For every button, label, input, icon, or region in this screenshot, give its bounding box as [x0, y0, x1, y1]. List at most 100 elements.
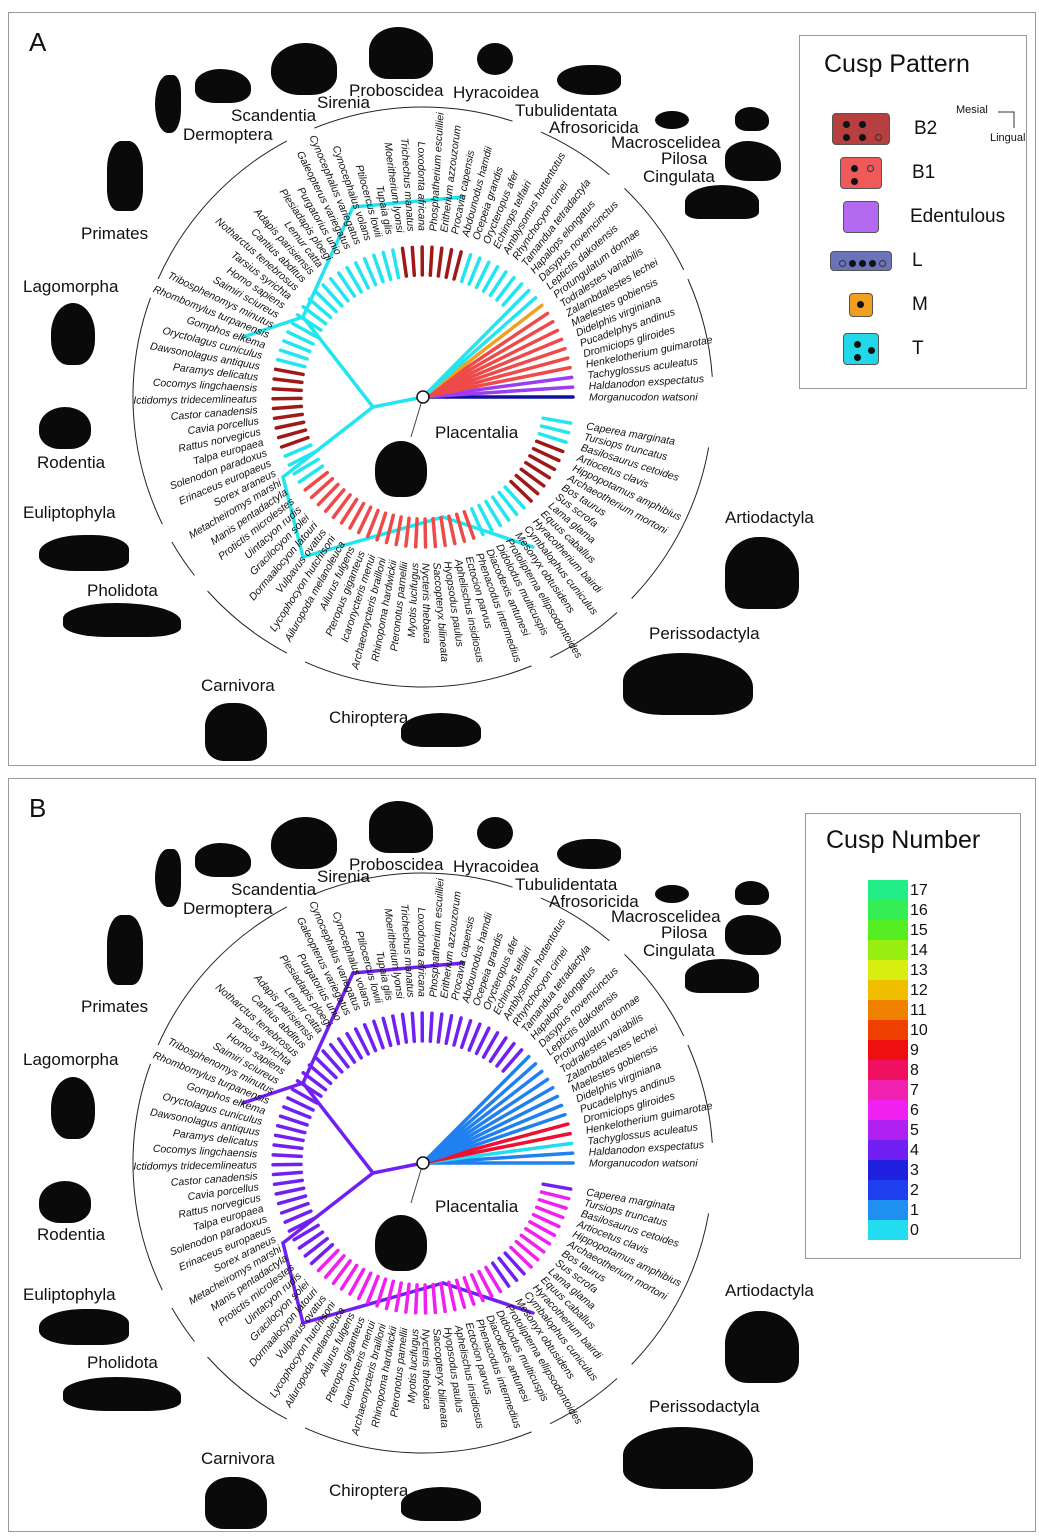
tip-branch: [391, 248, 401, 280]
tip-branch: [307, 297, 333, 320]
order-pilosa: Pilosa: [661, 923, 708, 942]
placentalia-label: Placentalia: [435, 1197, 519, 1216]
tip-branch: [297, 1230, 325, 1250]
order-tubulidentata: Tubulidentata: [515, 101, 618, 120]
order-chiroptera: Chiroptera: [329, 708, 409, 727]
artiodactyla-silhouette: [725, 1311, 799, 1383]
tip-branch: [439, 1281, 447, 1314]
cusp-pattern-row: [830, 288, 873, 322]
cusp-number-swatch: [868, 1080, 908, 1100]
tip-branch: [391, 1014, 401, 1046]
order-hyracoidea: Hyracoidea: [453, 83, 539, 102]
species-label: Morganucodon watsoni: [589, 1158, 698, 1170]
cusp-dot: [843, 121, 850, 128]
tip-branch: [413, 517, 419, 549]
internal-branch: [351, 961, 465, 975]
order-bracket: [624, 954, 685, 1037]
cusp-dot: [867, 165, 874, 172]
order-bracket: [132, 1063, 163, 1291]
pilosa-silhouette: [725, 141, 781, 181]
cusp-pattern-label: T: [912, 338, 924, 359]
cusp-pattern-row: [830, 200, 879, 234]
tip-branch: [410, 1011, 417, 1044]
cusp-dot: [859, 121, 866, 128]
internal-branch: [281, 1171, 375, 1245]
cusp-number-label: 6: [910, 1102, 919, 1119]
tip-branch: [474, 1026, 491, 1056]
tip-branch: [328, 1042, 350, 1069]
order-dermoptera: Dermoptera: [183, 125, 273, 144]
chiroptera-silhouette: [401, 1487, 481, 1521]
order-chiroptera: Chiroptera: [329, 1481, 409, 1500]
internal-branch: [301, 315, 375, 409]
tip-branch: [283, 443, 313, 458]
tip-branch: [314, 290, 338, 314]
tip-branch: [339, 1263, 359, 1291]
tree-branches: [241, 195, 575, 559]
tip-branch: [372, 1019, 385, 1050]
carnivora-silhouette: [205, 703, 267, 761]
dermoptera-silhouette: [155, 849, 181, 907]
tip-branch: [316, 482, 340, 507]
sirenia-silhouette: [271, 817, 337, 869]
tip-branch: [307, 1063, 333, 1086]
afrosoricida-silhouette: [655, 885, 689, 903]
tip-branch: [362, 257, 378, 287]
euliptophyla-silhouette: [39, 1309, 129, 1345]
cusp-number-label: 2: [910, 1182, 919, 1199]
cusp-number-swatch: [868, 1120, 908, 1140]
tip-branch: [271, 1170, 304, 1177]
root-pointer: [410, 1162, 424, 1204]
order-scandentia: Scandentia: [231, 880, 317, 899]
tip-branch: [484, 1265, 503, 1294]
cusp-number-label: 9: [910, 1042, 919, 1059]
cusp-dot: [854, 341, 861, 348]
tip-branch: [316, 1248, 340, 1273]
order-scandentia: Scandentia: [231, 106, 317, 125]
internal-branch: [301, 515, 445, 559]
internal-branch: [241, 315, 305, 339]
order-bracket: [304, 661, 532, 688]
cusp-number-swatch: [868, 960, 908, 980]
tip-branch: [467, 1022, 482, 1052]
tip-branch: [274, 1186, 306, 1196]
order-bracket: [314, 872, 513, 895]
tip-branch: [404, 516, 411, 548]
tip-branch: [413, 1283, 419, 1315]
tip-branch: [509, 1245, 533, 1269]
macroscelidea-silhouette: [735, 107, 769, 131]
tip-branch: [528, 454, 557, 472]
tip-branch: [301, 305, 328, 326]
tip-branch: [428, 245, 434, 277]
tip-branch: [331, 493, 352, 520]
tip-branch: [365, 508, 380, 539]
cusp-number-swatch: [868, 980, 908, 1000]
tip-branch: [384, 513, 396, 545]
tip-branch: [381, 1016, 393, 1048]
order-macroscelidea: Macroscelidea: [611, 907, 721, 926]
tip-branch: [323, 488, 346, 513]
order-dermoptera: Dermoptera: [183, 899, 273, 918]
cusp-pattern-label: B2: [914, 118, 938, 139]
species-label: Morganucodon watsoni: [589, 392, 698, 404]
tip-branch: [534, 439, 565, 454]
cingulata-silhouette: [685, 185, 759, 219]
tip-branch: [287, 1216, 317, 1233]
tip-branch: [404, 1282, 411, 1314]
tip-branch: [283, 1209, 313, 1224]
order-macroscelidea: Macroscelidea: [611, 133, 721, 152]
internal-branch: [281, 1241, 305, 1325]
tip-branch: [348, 1267, 366, 1296]
tip-branch: [452, 1016, 463, 1047]
order-hyracoidea: Hyracoidea: [453, 857, 539, 876]
cusp-number-label: 4: [910, 1142, 919, 1159]
tip-branch: [539, 1190, 571, 1201]
tip-branch: [303, 1236, 329, 1258]
tip-branch: [372, 253, 385, 284]
cusp-pattern-row: [830, 112, 890, 146]
tip-branch: [497, 490, 519, 516]
tip-branch: [503, 1251, 526, 1276]
tip-branch: [384, 1279, 396, 1311]
cusp-dot: [849, 260, 856, 267]
